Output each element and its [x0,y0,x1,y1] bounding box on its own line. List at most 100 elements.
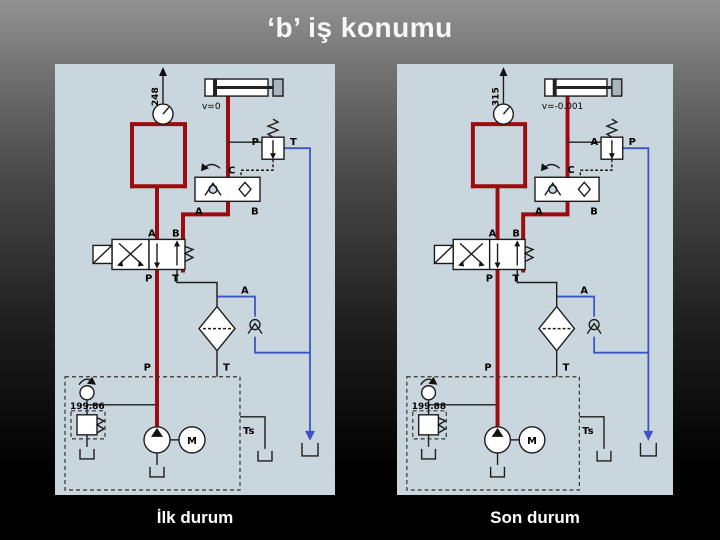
pressure-gauge-bottom [79,385,95,401]
valve-port-b-label: B [172,228,180,239]
labels: 315 v=-0.001 A P C A B A B P T A P T 199… [412,87,636,447]
spring-icon [605,118,619,138]
gauge-arrow-icon [428,376,438,385]
line-p-label: P [144,363,151,374]
orifice-icon [577,181,592,198]
arrow-down-icon [270,153,276,160]
piston [213,79,217,97]
initial-state-diagram: 248 v=0 P T C A B A B P T A P T 199.86 M… [55,64,335,495]
c-port-label: C [568,165,575,176]
return-lines [556,147,654,441]
motor-label: M [187,436,197,447]
tank-symbols [257,442,319,462]
pressure-gauge-top [492,67,515,125]
directional-valve [92,238,195,271]
cylinder [544,78,623,97]
valve-port-a-label: A [489,228,497,239]
motor [518,426,546,454]
valve-port-t-label: T [512,273,519,284]
orifice-icon [238,181,252,198]
relief-valve-bottom [417,414,440,436]
caption-final: Son durum [490,508,580,527]
valve-port-a-label: A [148,228,156,239]
tank-icon [639,442,657,457]
connection-lines [427,74,613,465]
spring-icon [437,417,447,434]
final-state-diagram: 315 v=-0.001 A P C A B A B P T A P T 199… [397,64,673,495]
velocity-value: v=-0.001 [542,102,583,112]
check-valve-block [534,163,600,203]
flow-arrow-down [305,430,315,441]
rod-end [272,78,284,97]
diagram-panel-final: 315 v=-0.001 A P C A B A B P T A P T 199… [397,64,673,495]
piston [552,79,557,97]
motor [178,426,206,454]
spring-icon [266,118,280,138]
power-unit [64,376,241,491]
tank-icon [301,442,319,457]
pressure-gauge-bottom [420,385,437,401]
gauge-top-value: 248 [151,87,161,106]
arrow-up-icon [159,67,167,77]
relief-port-label-right: P [629,137,636,148]
slide-title: ‘b’ iş konumu [267,12,453,43]
tank-icon [420,448,437,460]
pilot-arrow-icon [201,163,209,172]
motor-label: M [527,436,537,447]
tank-icon [79,448,95,460]
valve-port-p-label: P [145,273,152,284]
arrow-down-icon [608,153,615,160]
valve-port-p-label: P [486,273,493,284]
block-port-a-label: A [535,206,543,217]
block-port-b-label: B [251,206,259,217]
hydraulic-circuit: 315 v=-0.001 A P C A B A B P T A P T 199… [406,67,657,491]
flow-arrow-down [643,430,654,441]
tank-icon [596,450,612,462]
spring-icon [183,245,195,263]
line-t-label: T [223,363,230,374]
valve-port-b-label: B [512,228,520,239]
block-port-b-label: B [590,206,598,217]
bypass-a-label: A [241,286,249,297]
velocity-value: v=0 [202,102,221,112]
spring-icon [523,245,535,263]
tank-icon [149,466,165,478]
arrow-up-icon [499,67,508,77]
relief-port-label-right: T [290,137,297,148]
tank-icon [257,450,273,462]
pump [484,426,512,454]
cylinder [204,78,284,97]
gauge-arrow-icon [87,376,96,385]
gauge-top-value: 315 [492,87,502,106]
pressure-gauge-top [152,67,174,125]
ts-label: Ts [582,426,593,437]
check-valve-block [194,163,261,203]
filter [538,305,602,352]
return-lines [217,147,315,441]
relief-valve-bottom [76,414,98,436]
relief-port-label-left: P [252,137,259,148]
diagram-panel-initial: 248 v=0 P T C A B A B P T A P T 199.86 M… [55,64,335,495]
bypass-a-label: A [580,285,588,296]
filter [198,305,263,352]
power-unit [406,376,580,491]
gauge-bottom-value: 199.86 [70,402,105,412]
caption-initial: İlk durum [156,508,234,527]
pump-triangle-icon [491,427,504,437]
hydraulic-circuit: 248 v=0 P T C A B A B P T A P T 199.86 M… [64,67,319,491]
c-port-label: C [228,165,235,176]
labels: 248 v=0 P T C A B A B P T A P T 199.86 M… [70,87,297,447]
directional-valve [433,238,535,271]
tank-icon [489,466,506,478]
tank-symbols [596,442,657,462]
pump-triangle-icon [151,427,163,437]
spring-icon [95,417,106,434]
pilot-arrow-icon [540,163,549,172]
pump [143,426,171,454]
valve-port-t-label: T [172,273,179,284]
block-port-a-label: A [195,206,203,217]
connection-lines [86,74,274,465]
line-p-label: P [484,363,491,374]
gauge-bottom-value: 199.88 [412,402,446,412]
rod-end [611,78,623,97]
